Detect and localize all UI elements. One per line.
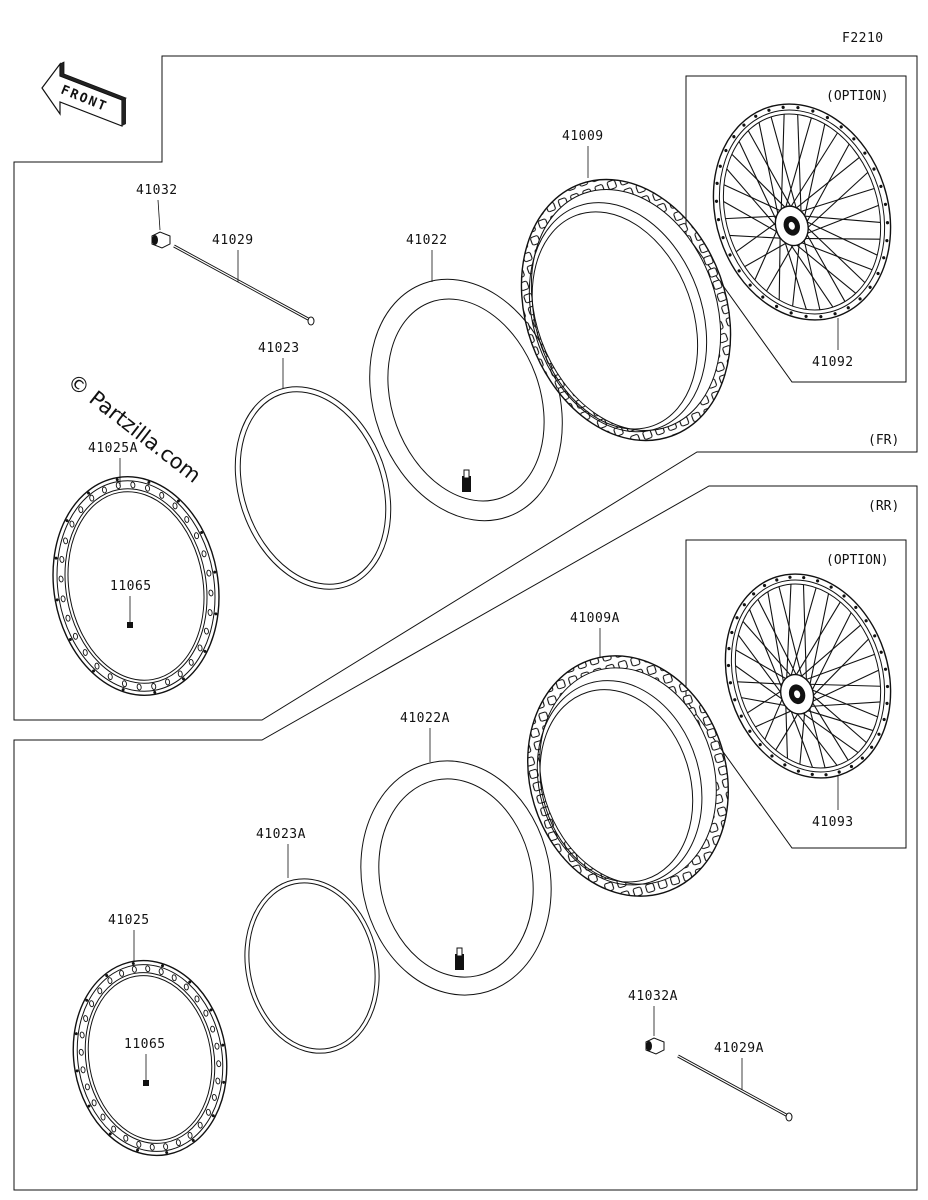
rim-band-41023A-icon <box>244 878 380 1054</box>
label-41009A: 41009A <box>570 611 620 626</box>
label-41025A: 41025A <box>88 441 138 456</box>
label-41023A: 41023A <box>256 827 306 842</box>
rear-option-box <box>685 539 907 849</box>
label-41093: 41093 <box>812 815 854 830</box>
rear-section-border <box>13 485 918 1191</box>
label-41029: 41029 <box>212 233 254 248</box>
label-41092: 41092 <box>812 355 854 370</box>
rear-wheel-41093-icon <box>724 573 892 779</box>
label-11065-rear: 11065 <box>124 1037 166 1052</box>
nipple-11065-front-icon <box>127 622 133 628</box>
rear-section-label: (RR) <box>868 499 899 514</box>
front-option-label: (OPTION) <box>826 89 889 104</box>
label-11065-front: 11065 <box>110 579 152 594</box>
front-section-border <box>13 55 918 721</box>
rear-tire-41009A-icon <box>527 655 729 897</box>
valve-rod-41029-icon <box>173 244 315 326</box>
front-tire-41009-icon <box>520 178 732 442</box>
front-direction-arrow-icon: FRONT <box>41 61 127 127</box>
rear-option-label: (OPTION) <box>826 553 889 568</box>
front-wheel-41092-icon <box>712 103 892 321</box>
valve-nut-41032-icon <box>151 231 171 249</box>
diagram-code: F2210 <box>842 31 884 46</box>
label-41032: 41032 <box>136 183 178 198</box>
label-41032A: 41032A <box>628 989 678 1004</box>
valve-nut-41032A-icon <box>645 1037 665 1055</box>
inner-tube-41022A-icon <box>360 760 552 996</box>
nipple-11065-rear-icon <box>143 1080 149 1086</box>
front-section-label: (FR) <box>868 433 899 448</box>
label-41009: 41009 <box>562 129 604 144</box>
label-41022A: 41022A <box>400 711 450 726</box>
label-41022: 41022 <box>406 233 448 248</box>
label-41025: 41025 <box>108 913 150 928</box>
valve-rod-41029A-icon <box>677 1054 793 1122</box>
watermark: © Partzilla.com <box>63 369 205 488</box>
label-41029A: 41029A <box>714 1041 764 1056</box>
label-41023: 41023 <box>258 341 300 356</box>
front-rim-41025A-icon <box>52 476 220 696</box>
rear-rim-41025-icon <box>72 959 228 1157</box>
front-option-box <box>685 75 907 383</box>
rim-band-41023-icon <box>234 386 392 590</box>
